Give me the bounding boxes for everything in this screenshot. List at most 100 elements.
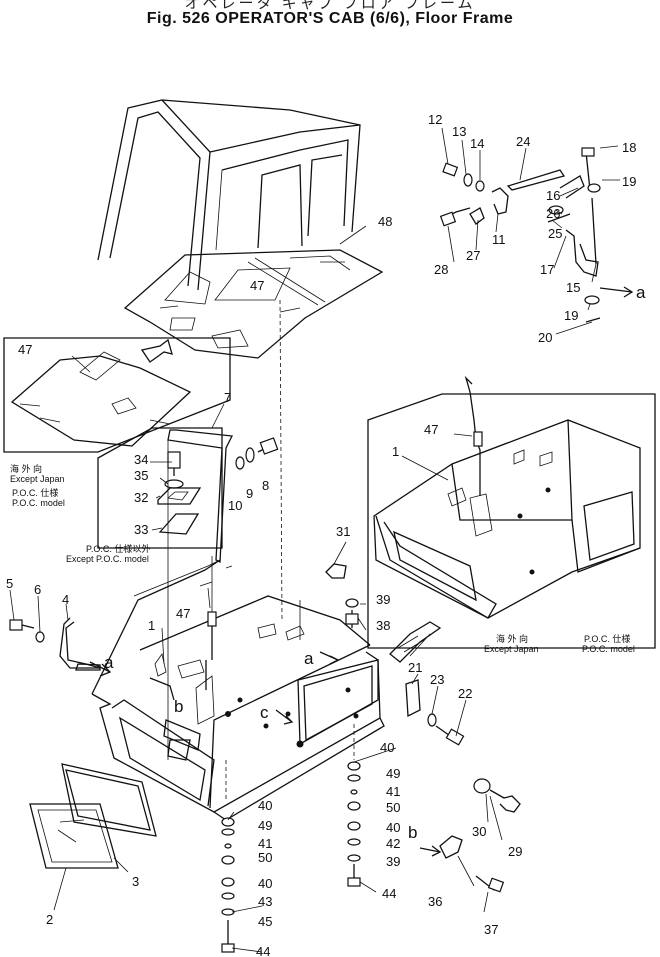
model-notes: 海 外 向 Except Japan P.O.C. 仕様 P.O.C. mode… (10, 463, 635, 654)
callout-16: 16 (546, 188, 560, 203)
view-label-a-left: a (104, 653, 114, 672)
callout-15: 15 (566, 280, 580, 295)
inset-except-japan-mat (3, 337, 231, 453)
callout-47a: 47 (250, 278, 264, 293)
callout-38: 38 (376, 618, 390, 633)
note-except-poc: Except P.O.C. model (66, 554, 149, 564)
figure-title: Fig. 526 OPERATOR'S CAB (6/6), Floor Fra… (146, 10, 514, 27)
note-poc-right: P.O.C. model (582, 644, 635, 654)
callout-35: 35 (134, 468, 148, 483)
callout-44b: 44 (256, 944, 270, 957)
callout-12: 12 (428, 112, 442, 127)
callout-4: 4 (62, 592, 69, 607)
fastener-stack-left (221, 817, 235, 953)
figure-title-japanese: オペレータ キャブ フロア フレーム (184, 0, 476, 12)
note-poc-jp-right: P.O.C. 仕様 (584, 633, 630, 644)
note-except-japan-left: Except Japan (10, 474, 65, 484)
callout-40d: 40 (258, 876, 272, 891)
callout-7: 7 (224, 390, 231, 405)
callout-2: 2 (46, 912, 53, 927)
callout-49b: 49 (258, 818, 272, 833)
callout-13: 13 (452, 124, 466, 139)
callout-26: 26 (546, 206, 560, 221)
callout-20: 20 (538, 330, 552, 345)
callout-43: 43 (258, 894, 272, 909)
callout-31: 31 (336, 524, 350, 539)
callout-5: 5 (6, 576, 13, 591)
note-except-japan-jp-right: 海 外 向 (496, 633, 528, 644)
view-label-a-upper: a (636, 283, 646, 302)
callout-37: 37 (484, 922, 498, 937)
callout-28: 28 (434, 262, 448, 277)
callout-49a: 49 (386, 766, 400, 781)
callout-36: 36 (428, 894, 442, 909)
callout-47c: 47 (424, 422, 438, 437)
callout-45: 45 (258, 914, 272, 929)
callout-17: 17 (540, 262, 554, 277)
callout-48: 48 (378, 214, 392, 229)
callout-22: 22 (458, 686, 472, 701)
inset-poc-parts (97, 427, 223, 549)
callout-39b: 39 (386, 854, 400, 869)
callout-6: 6 (34, 582, 41, 597)
callout-23: 23 (430, 672, 444, 687)
callout-1b: 1 (148, 618, 155, 633)
bracket-4-and-bolt (9, 617, 101, 671)
leader-lines (9, 127, 620, 953)
callout-25: 25 (548, 226, 562, 241)
inset-except-japan-frame (367, 375, 656, 649)
view-label-a-frame: a (304, 649, 314, 668)
callout-33: 33 (134, 522, 148, 537)
callout-9: 9 (246, 486, 253, 501)
callout-50a: 50 (386, 800, 400, 815)
callout-1a: 1 (392, 444, 399, 459)
callout-40c: 40 (258, 798, 272, 813)
callout-42: 42 (386, 836, 400, 851)
direction-arrows (89, 621, 442, 857)
view-label-b-lower: b (408, 823, 417, 842)
floor-frame-drawing (91, 559, 385, 821)
note-except-japan-jp-left: 海 外 向 (10, 463, 42, 474)
callout-32: 32 (134, 490, 148, 505)
callout-47b: 47 (18, 342, 32, 357)
callout-19: 19 (622, 174, 636, 189)
callout-24: 24 (516, 134, 530, 149)
callout-39a: 39 (376, 592, 390, 607)
callout-27: 27 (466, 248, 480, 263)
callout-41b: 41 (258, 836, 272, 851)
reference-lines (133, 299, 301, 760)
note-poc-left: P.O.C. model (12, 498, 65, 508)
callout-34: 34 (134, 452, 148, 467)
note-poc-jp-left: P.O.C. 仕様 (12, 487, 58, 498)
view-label-b-frame: b (174, 697, 183, 716)
callout-47d: 47 (176, 606, 190, 621)
callout-50b: 50 (258, 850, 272, 865)
callout-44a: 44 (382, 886, 396, 901)
fastener-stack-right (347, 761, 361, 887)
right-side-hardware (325, 563, 521, 893)
floor-mat-drawing (123, 249, 384, 359)
callout-21: 21 (408, 660, 422, 675)
upper-right-small-parts (439, 147, 634, 323)
view-letters: a a b c a b (104, 283, 646, 842)
callout-10: 10 (228, 498, 242, 513)
callout-14: 14 (470, 136, 484, 151)
callout-19b: 19 (564, 308, 578, 323)
callout-30: 30 (472, 824, 486, 839)
cab-frame-drawing (97, 99, 361, 291)
view-label-c: c (260, 703, 269, 722)
callout-40b: 40 (386, 820, 400, 835)
callout-18: 18 (622, 140, 636, 155)
callout-numbers: 12 13 14 24 18 19 16 26 25 11 27 28 17 1… (6, 112, 636, 957)
callout-11: 11 (492, 232, 506, 247)
callout-40a: 40 (380, 740, 394, 755)
callout-3: 3 (132, 874, 139, 889)
note-except-japan-right: Except Japan (484, 644, 539, 654)
window-glass-and-seal (29, 763, 157, 869)
note-except-poc-jp: P.O.C. 仕様以外 (86, 543, 150, 554)
callout-41a: 41 (386, 784, 400, 799)
callout-8: 8 (262, 478, 269, 493)
bracket-and-bolts (167, 429, 279, 564)
callout-29: 29 (508, 844, 522, 859)
